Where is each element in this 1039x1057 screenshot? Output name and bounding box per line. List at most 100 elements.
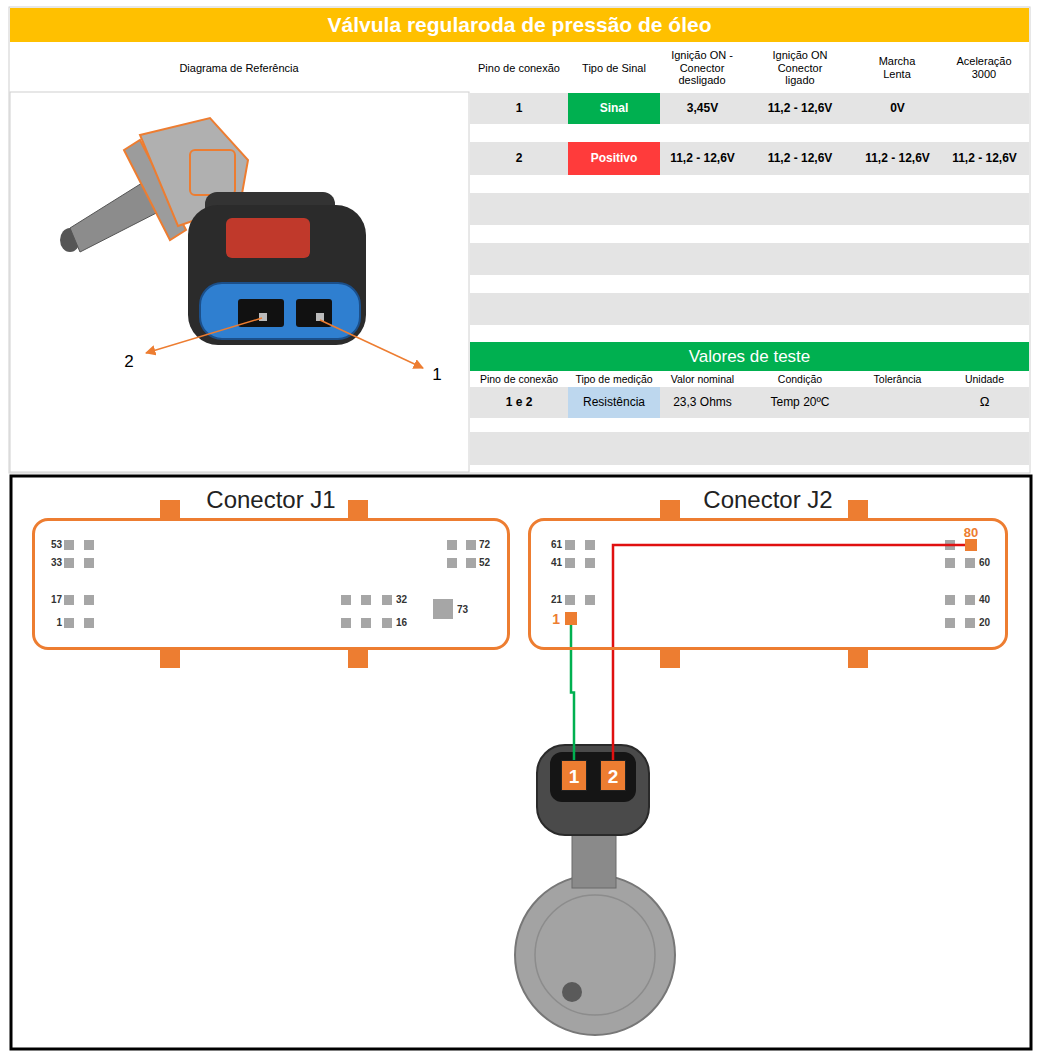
pin-square (64, 618, 74, 628)
pin-terminal: 1 (565, 612, 577, 625)
connector-tab (660, 650, 680, 668)
pin-square (585, 558, 595, 568)
pin-number: 61 (538, 538, 562, 551)
pin-square (466, 540, 476, 550)
sheet-title: Válvula regularoda de pressão de óleo (10, 8, 1029, 42)
sensor-hole (562, 982, 582, 1002)
table-cell: Ignição ON Conector ligado (765, 44, 835, 92)
pin-square (84, 540, 94, 550)
pin-square (382, 595, 392, 605)
measure-cell (568, 387, 660, 418)
pin-number: 41 (538, 556, 562, 569)
title-bar (10, 8, 1029, 42)
pin-number: 1 (552, 612, 560, 626)
table-band (470, 93, 1029, 124)
pin-number: 73 (457, 603, 481, 616)
table-band (470, 432, 1029, 465)
leader-line (320, 320, 423, 368)
pin-terminal: 2 (600, 760, 626, 791)
table-cell: Pino de conexão (470, 44, 568, 92)
table-cell: Positivo (568, 142, 660, 175)
sensor-plug-face (550, 752, 636, 802)
leader-line (146, 318, 262, 353)
table-cell: 1 (470, 93, 568, 124)
sensor-plug-body (537, 745, 649, 835)
table-cell: Tipo de Sinal (568, 44, 660, 92)
pin-square (585, 540, 595, 550)
table-cell: 23,3 Ohms (660, 387, 745, 418)
pin-number: 1 (562, 766, 586, 785)
pin-square (945, 558, 955, 568)
table-cell: Condição (745, 372, 855, 386)
pin-number: 80 (964, 526, 978, 539)
plug-lock (226, 218, 310, 258)
test-bar (470, 342, 1029, 371)
pin-square (341, 595, 351, 605)
table-cell: Tolerância (855, 372, 940, 386)
valve-latch (190, 150, 235, 195)
pin-square (565, 540, 575, 550)
connector-title: Conector J1 (35, 485, 507, 515)
pin-square (64, 595, 74, 605)
pin-square (466, 558, 476, 568)
table-cell: 11,2 - 12,6V (660, 142, 745, 175)
pin-square (361, 618, 371, 628)
pin-square (382, 618, 392, 628)
table-cell: Temp 20ºC (745, 387, 855, 418)
table-cell: Unidade (940, 372, 1029, 386)
picture-panel (10, 92, 469, 472)
pin-number: 53 (38, 538, 62, 551)
pin-square (84, 595, 94, 605)
table-cell: Marcha Lenta (867, 44, 927, 92)
connector-title: Conector J2 (531, 485, 1005, 515)
pin-square (945, 618, 955, 628)
table-cell: Diagrama de Referência (10, 44, 468, 92)
pin-square (433, 599, 453, 619)
table-cell: Valores de teste (470, 342, 1029, 371)
connector-outline: Conector J2801 (528, 518, 1008, 650)
connector-tab (848, 500, 868, 518)
table-band (470, 142, 1029, 175)
pin-square (965, 558, 975, 568)
pin-square (565, 558, 575, 568)
pin-number: 16 (396, 616, 420, 629)
pin-square (361, 595, 371, 605)
pin-square (565, 595, 575, 605)
pin-number: 60 (979, 556, 1003, 569)
pin-square (341, 618, 351, 628)
wire (571, 625, 574, 760)
signal-cell (568, 93, 660, 124)
pin-number: 72 (479, 538, 503, 551)
table-cell: Ω (940, 387, 1029, 418)
table-cell: Aceleração 3000 (949, 44, 1019, 92)
sensor-disc-ring (535, 895, 655, 1015)
pin-square (84, 618, 94, 628)
table-cell: 1 (426, 363, 448, 387)
sensor-disc (515, 875, 675, 1035)
table-cell: 11,2 - 12,6V (940, 142, 1029, 175)
pin-square (84, 558, 94, 568)
table-band (470, 293, 1029, 325)
pin-number: 20 (979, 616, 1003, 629)
pin-terminal: 1 (561, 760, 587, 791)
table-band (470, 193, 1029, 225)
table-cell: Sinal (568, 93, 660, 124)
connector-outline: Conector J1 (32, 518, 510, 650)
pin-square (945, 595, 955, 605)
table-cell: 1 e 2 (470, 387, 568, 418)
pin-number: 17 (38, 593, 62, 606)
connector-tab (160, 500, 180, 518)
pin-number: 40 (979, 593, 1003, 606)
pin-terminal: 80 (965, 539, 977, 551)
table-cell: Ignição ON - Conector desligado (662, 44, 742, 92)
sheet-frame (9, 7, 1030, 473)
table-cell: 2 (118, 350, 140, 374)
pin-number: 32 (396, 593, 420, 606)
pin-number: 1 (38, 616, 62, 629)
table-band (470, 387, 1029, 418)
plug-pin (316, 313, 324, 321)
pin-number: 2 (601, 766, 625, 785)
positive-cell (568, 142, 660, 175)
table-cell: 11,2 - 12,6V (745, 142, 855, 175)
